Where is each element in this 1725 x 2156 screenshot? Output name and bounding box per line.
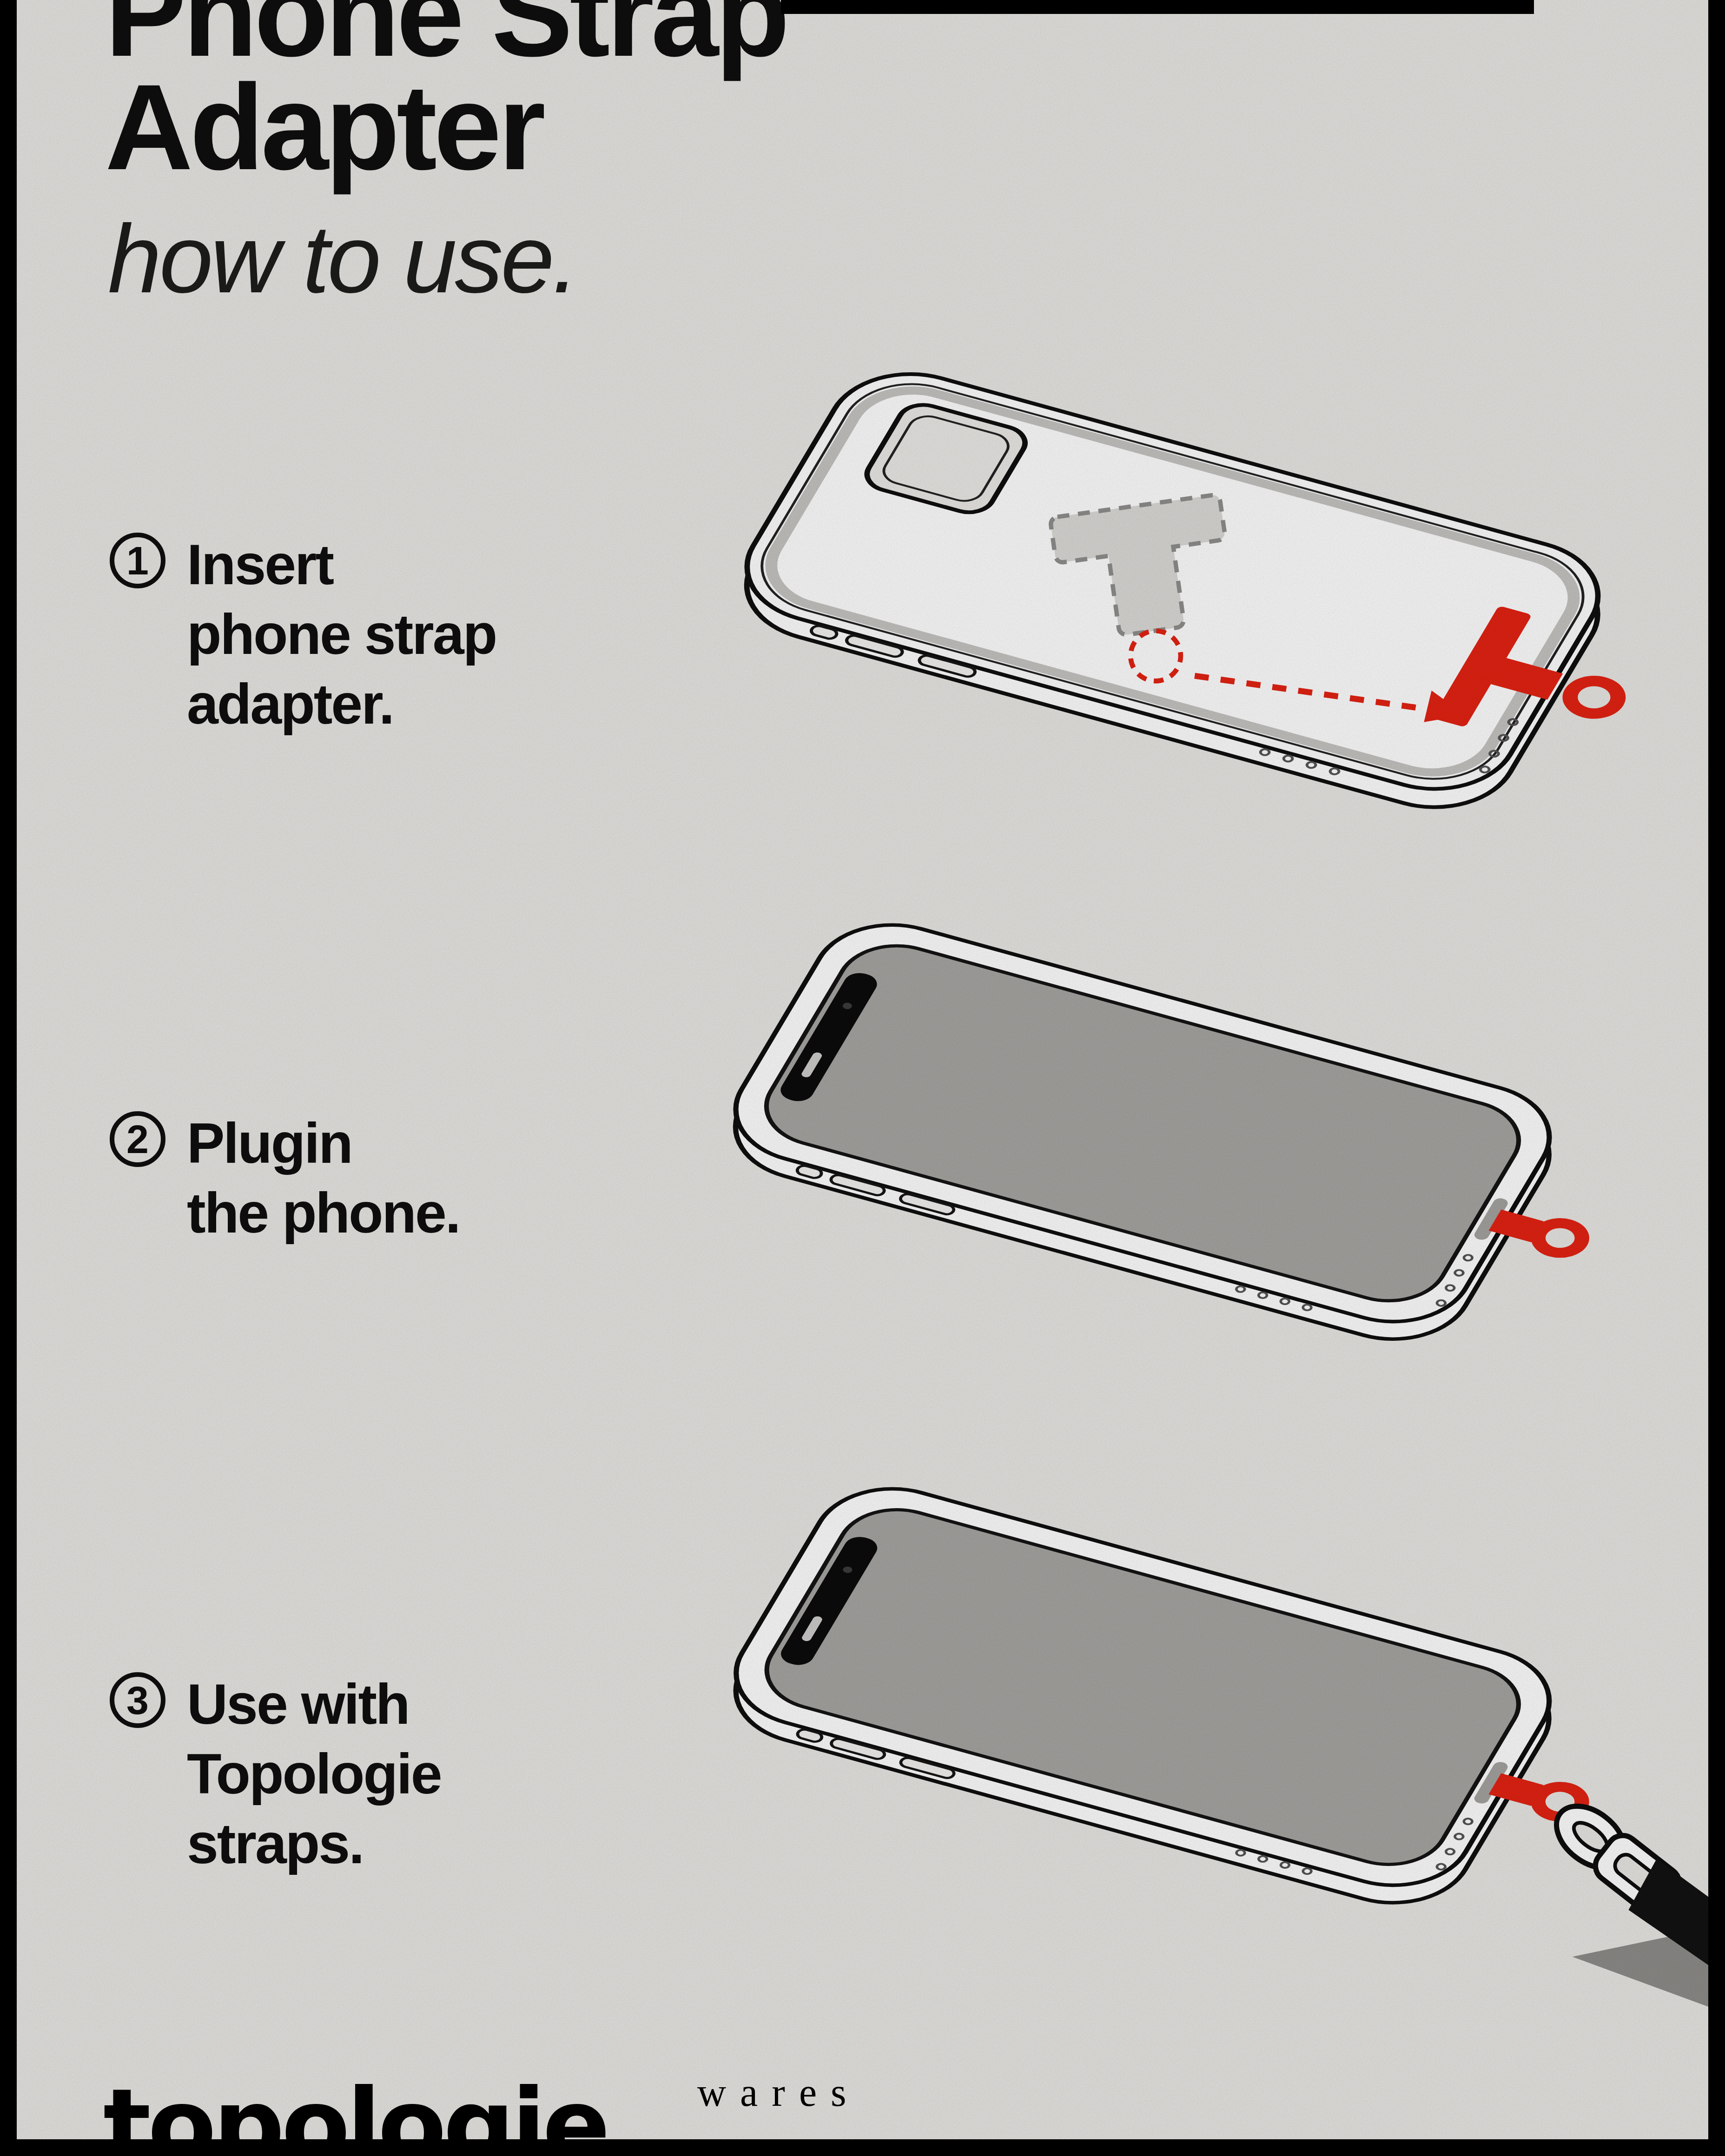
step-2-number: 2 [126,1119,149,1159]
illustration-use-with-strap [693,1390,1724,2087]
top-right-bar [781,0,1534,14]
step-line: Insert [187,530,496,600]
strap-adapter-tab [1484,1202,1598,1264]
brand-tagline: wares [697,2069,860,2116]
step-1-text: Insert phone strap adapter. [187,530,496,739]
step-1-number: 1 [126,541,149,580]
page-title: Phone StrapAdapter [105,0,786,184]
step-3-number: 3 [126,1680,149,1720]
step-3-number-badge: 3 [110,1672,165,1728]
step-line: Plugin [187,1108,460,1178]
step-line: adapter. [187,669,496,739]
step-line: the phone. [187,1178,460,1248]
step-1: 1 Insert phone strap adapter. [110,530,496,739]
frame-border-right [1708,0,1725,2156]
lanyard-assembly [1545,1793,1723,2011]
step-2-text: Plugin the phone. [187,1108,460,1248]
phone [704,1473,1655,1939]
frame-border-left [0,0,17,2156]
step-1-number-badge: 1 [110,533,165,588]
step-line: Use with [187,1669,441,1739]
illustration-plugin-phone [693,711,1630,1378]
step-line: phone strap [187,600,496,669]
subtitle: how to use. [108,204,577,315]
step-3: 3 Use with Topologie straps. [110,1669,441,1879]
step-line: Topologie [187,1739,441,1809]
step-2: 2 Plugin the phone. [110,1108,460,1248]
phone [703,909,1655,1376]
step-3-text: Use with Topologie straps. [187,1669,441,1879]
title-line-2: Adapter [105,59,542,195]
step-line: straps. [187,1809,441,1879]
frame-border-bottom [0,2139,1725,2156]
step-2-number-badge: 2 [110,1111,165,1167]
